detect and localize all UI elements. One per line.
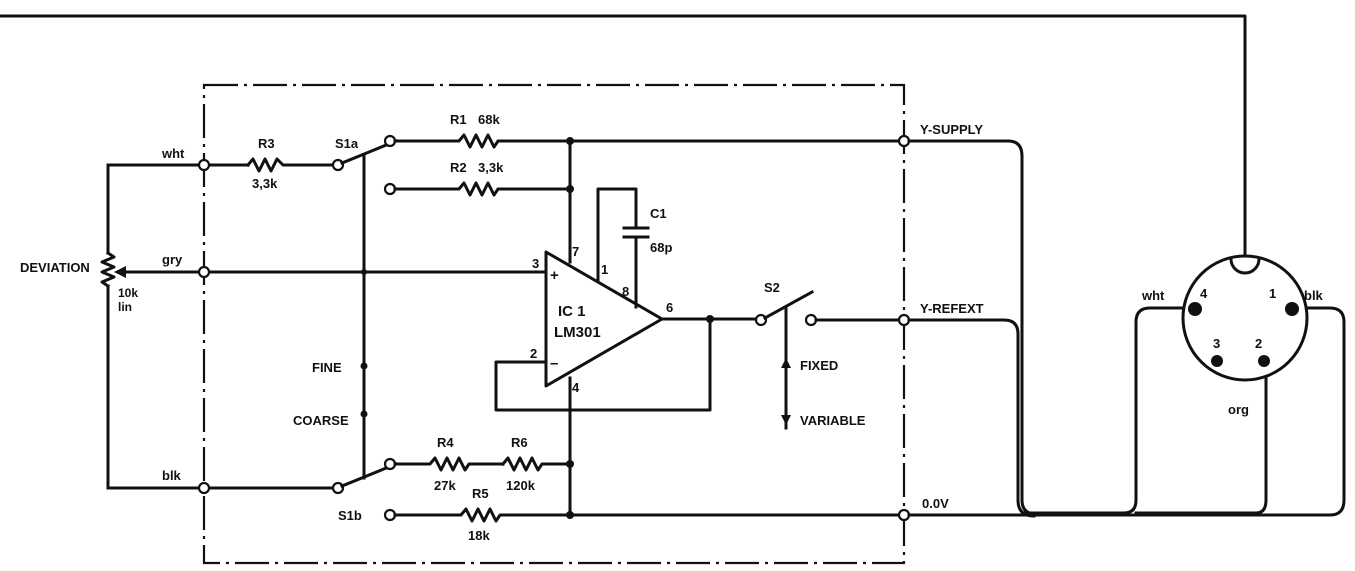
r1-value: 68k (478, 112, 500, 127)
label-coarse: COARSE (293, 413, 349, 428)
pot-taper: lin (118, 300, 132, 314)
r4-value: 27k (434, 478, 456, 493)
label-variable: VARIABLE (800, 413, 866, 428)
ic1-pin6: 6 (666, 300, 673, 315)
ic1-pin7: 7 (572, 244, 579, 259)
ic1-pin2: 2 (530, 346, 537, 361)
connector-pin3: 3 (1213, 336, 1220, 351)
r5-value: 18k (468, 528, 490, 543)
cable-bundle (907, 139, 1346, 518)
r6-ref: R6 (511, 435, 528, 450)
pot-value: 10k (118, 286, 138, 300)
r1-ref: R1 (450, 112, 467, 127)
connector-pin2: 2 (1255, 336, 1262, 351)
ic1-part: LM301 (554, 324, 601, 341)
r6-value: 120k (506, 478, 536, 493)
label-wht: wht (161, 146, 185, 161)
label-gry: gry (162, 252, 183, 267)
resistor-r3: R3 3,3k (245, 136, 342, 191)
r3-value: 3,3k (252, 176, 278, 191)
r5-ref: R5 (472, 486, 489, 501)
label-fine: FINE (312, 360, 342, 375)
r2-value: 3,3k (478, 160, 504, 175)
ic1-plus: + (550, 267, 559, 284)
s1b-ref: S1b (338, 508, 362, 523)
deviation-potentiometer: DEVIATION 10k lin (20, 163, 138, 490)
connector-pin1: 1 (1269, 286, 1276, 301)
switch-s1: S1a FINE COARSE S1b (293, 134, 398, 523)
s1a-ref: S1a (335, 136, 359, 151)
resistor-r5: R5 18k (393, 486, 906, 543)
opamp-ic1: C1 68p IC 1 LM301 + – 3 2 7 1 8 6 4 (494, 187, 762, 412)
pot-label: DEVIATION (20, 260, 90, 275)
connector-wire-wht: wht (1141, 288, 1165, 303)
r2-ref: R2 (450, 160, 467, 175)
s2-ref: S2 (764, 280, 780, 295)
label-blk: blk (162, 468, 182, 483)
ic1-pin8: 8 (622, 284, 629, 299)
resistor-r2: R2 3,3k (393, 160, 572, 197)
connector-wire-blk: blk (1304, 288, 1324, 303)
top-return-wire (0, 14, 1247, 260)
r3-ref: R3 (258, 136, 275, 151)
connector-pin4: 4 (1200, 286, 1208, 301)
ic1-pin4: 4 (572, 380, 580, 395)
ic1-pin3: 3 (532, 256, 539, 271)
ic1-ref: IC 1 (558, 303, 586, 320)
switch-s2: S2 FIXED VARIABLE (754, 280, 906, 430)
label-y-supply: Y-SUPPLY (920, 122, 983, 137)
label-fixed: FIXED (800, 358, 838, 373)
c1-ref: C1 (650, 206, 667, 221)
terminal-gry (197, 265, 211, 279)
terminal-blk (197, 481, 211, 495)
ic1-minus: – (550, 355, 558, 372)
resistor-r4: R4 27k (393, 435, 505, 493)
resistor-r1: R1 68k (393, 112, 906, 149)
terminal-wht (197, 158, 211, 172)
label-0v: 0.0V (922, 496, 949, 511)
din-connector: 4 1 3 2 wht blk org (1141, 254, 1324, 417)
connector-wire-org: org (1228, 402, 1249, 417)
ic1-pin1: 1 (601, 262, 608, 277)
resistor-r6: R6 120k (500, 435, 572, 493)
r4-ref: R4 (437, 435, 454, 450)
c1-value: 68p (650, 240, 672, 255)
label-y-refext: Y-REFEXT (920, 301, 984, 316)
